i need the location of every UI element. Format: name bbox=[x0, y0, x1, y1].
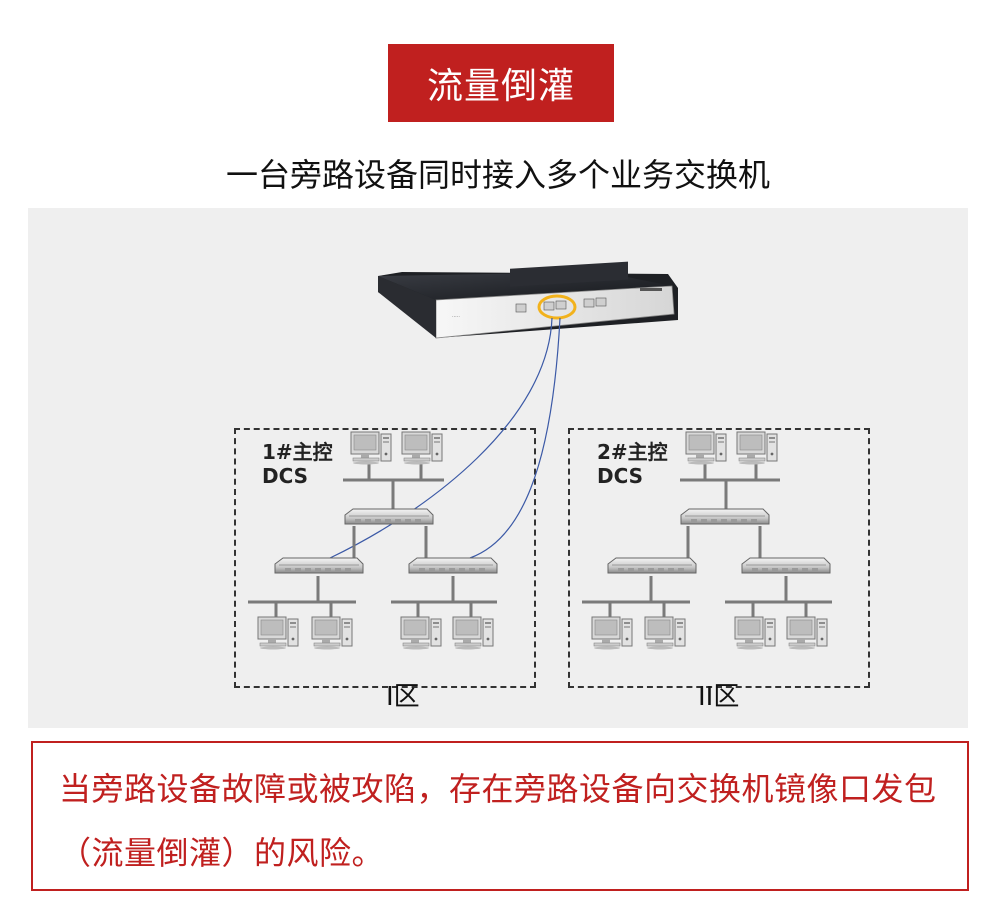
svg-text:·····: ····· bbox=[452, 314, 460, 320]
mirror-cable-2 bbox=[469, 317, 561, 559]
computer-icon bbox=[736, 431, 778, 466]
zone-1-name: 1#主控 DCS bbox=[262, 440, 333, 488]
zone-1-box bbox=[234, 428, 536, 688]
zone-2-switches bbox=[607, 508, 831, 574]
zone-2-network bbox=[582, 462, 832, 617]
page-subtitle: 一台旁路设备同时接入多个业务交换机 bbox=[225, 156, 770, 194]
warning-box: 当旁路设备故障或被攻陷，存在旁路设备向交换机镜像口发包（流量倒灌）的风险。 bbox=[31, 741, 969, 891]
warning-text: 当旁路设备故障或被攻陷，存在旁路设备向交换机镜像口发包（流量倒灌）的风险。 bbox=[59, 770, 937, 872]
switch-icon bbox=[680, 508, 770, 525]
bypass-appliance-icon: ····· bbox=[378, 261, 678, 339]
mirror-cable-1 bbox=[329, 317, 553, 559]
switch-icon bbox=[344, 508, 434, 525]
computer-icon bbox=[452, 616, 494, 651]
computer-icon bbox=[685, 431, 727, 466]
computer-icon bbox=[257, 616, 299, 651]
computer-icon bbox=[400, 616, 442, 651]
computer-icon bbox=[734, 616, 776, 651]
zone-1-network bbox=[248, 462, 497, 617]
computer-icon bbox=[311, 616, 353, 651]
port-highlight-icon bbox=[537, 294, 577, 320]
switch-icon bbox=[741, 557, 831, 574]
computer-icon bbox=[401, 431, 443, 466]
page-title: 流量倒灌 bbox=[388, 44, 614, 122]
zone-2-computers bbox=[591, 431, 828, 651]
zone-1-computers bbox=[257, 431, 494, 651]
switch-icon bbox=[274, 557, 364, 574]
zone-2-box bbox=[568, 428, 870, 688]
switch-icon bbox=[408, 557, 498, 574]
zone-2-label: II区 bbox=[698, 682, 740, 712]
computer-icon bbox=[591, 616, 633, 651]
computer-icon bbox=[786, 616, 828, 651]
computer-icon bbox=[350, 431, 392, 466]
computer-icon bbox=[644, 616, 686, 651]
zone-1-label: I区 bbox=[386, 682, 420, 712]
zone-2-name: 2#主控 DCS bbox=[597, 440, 668, 488]
zone-1-switches bbox=[274, 508, 498, 574]
switch-icon bbox=[607, 557, 697, 574]
